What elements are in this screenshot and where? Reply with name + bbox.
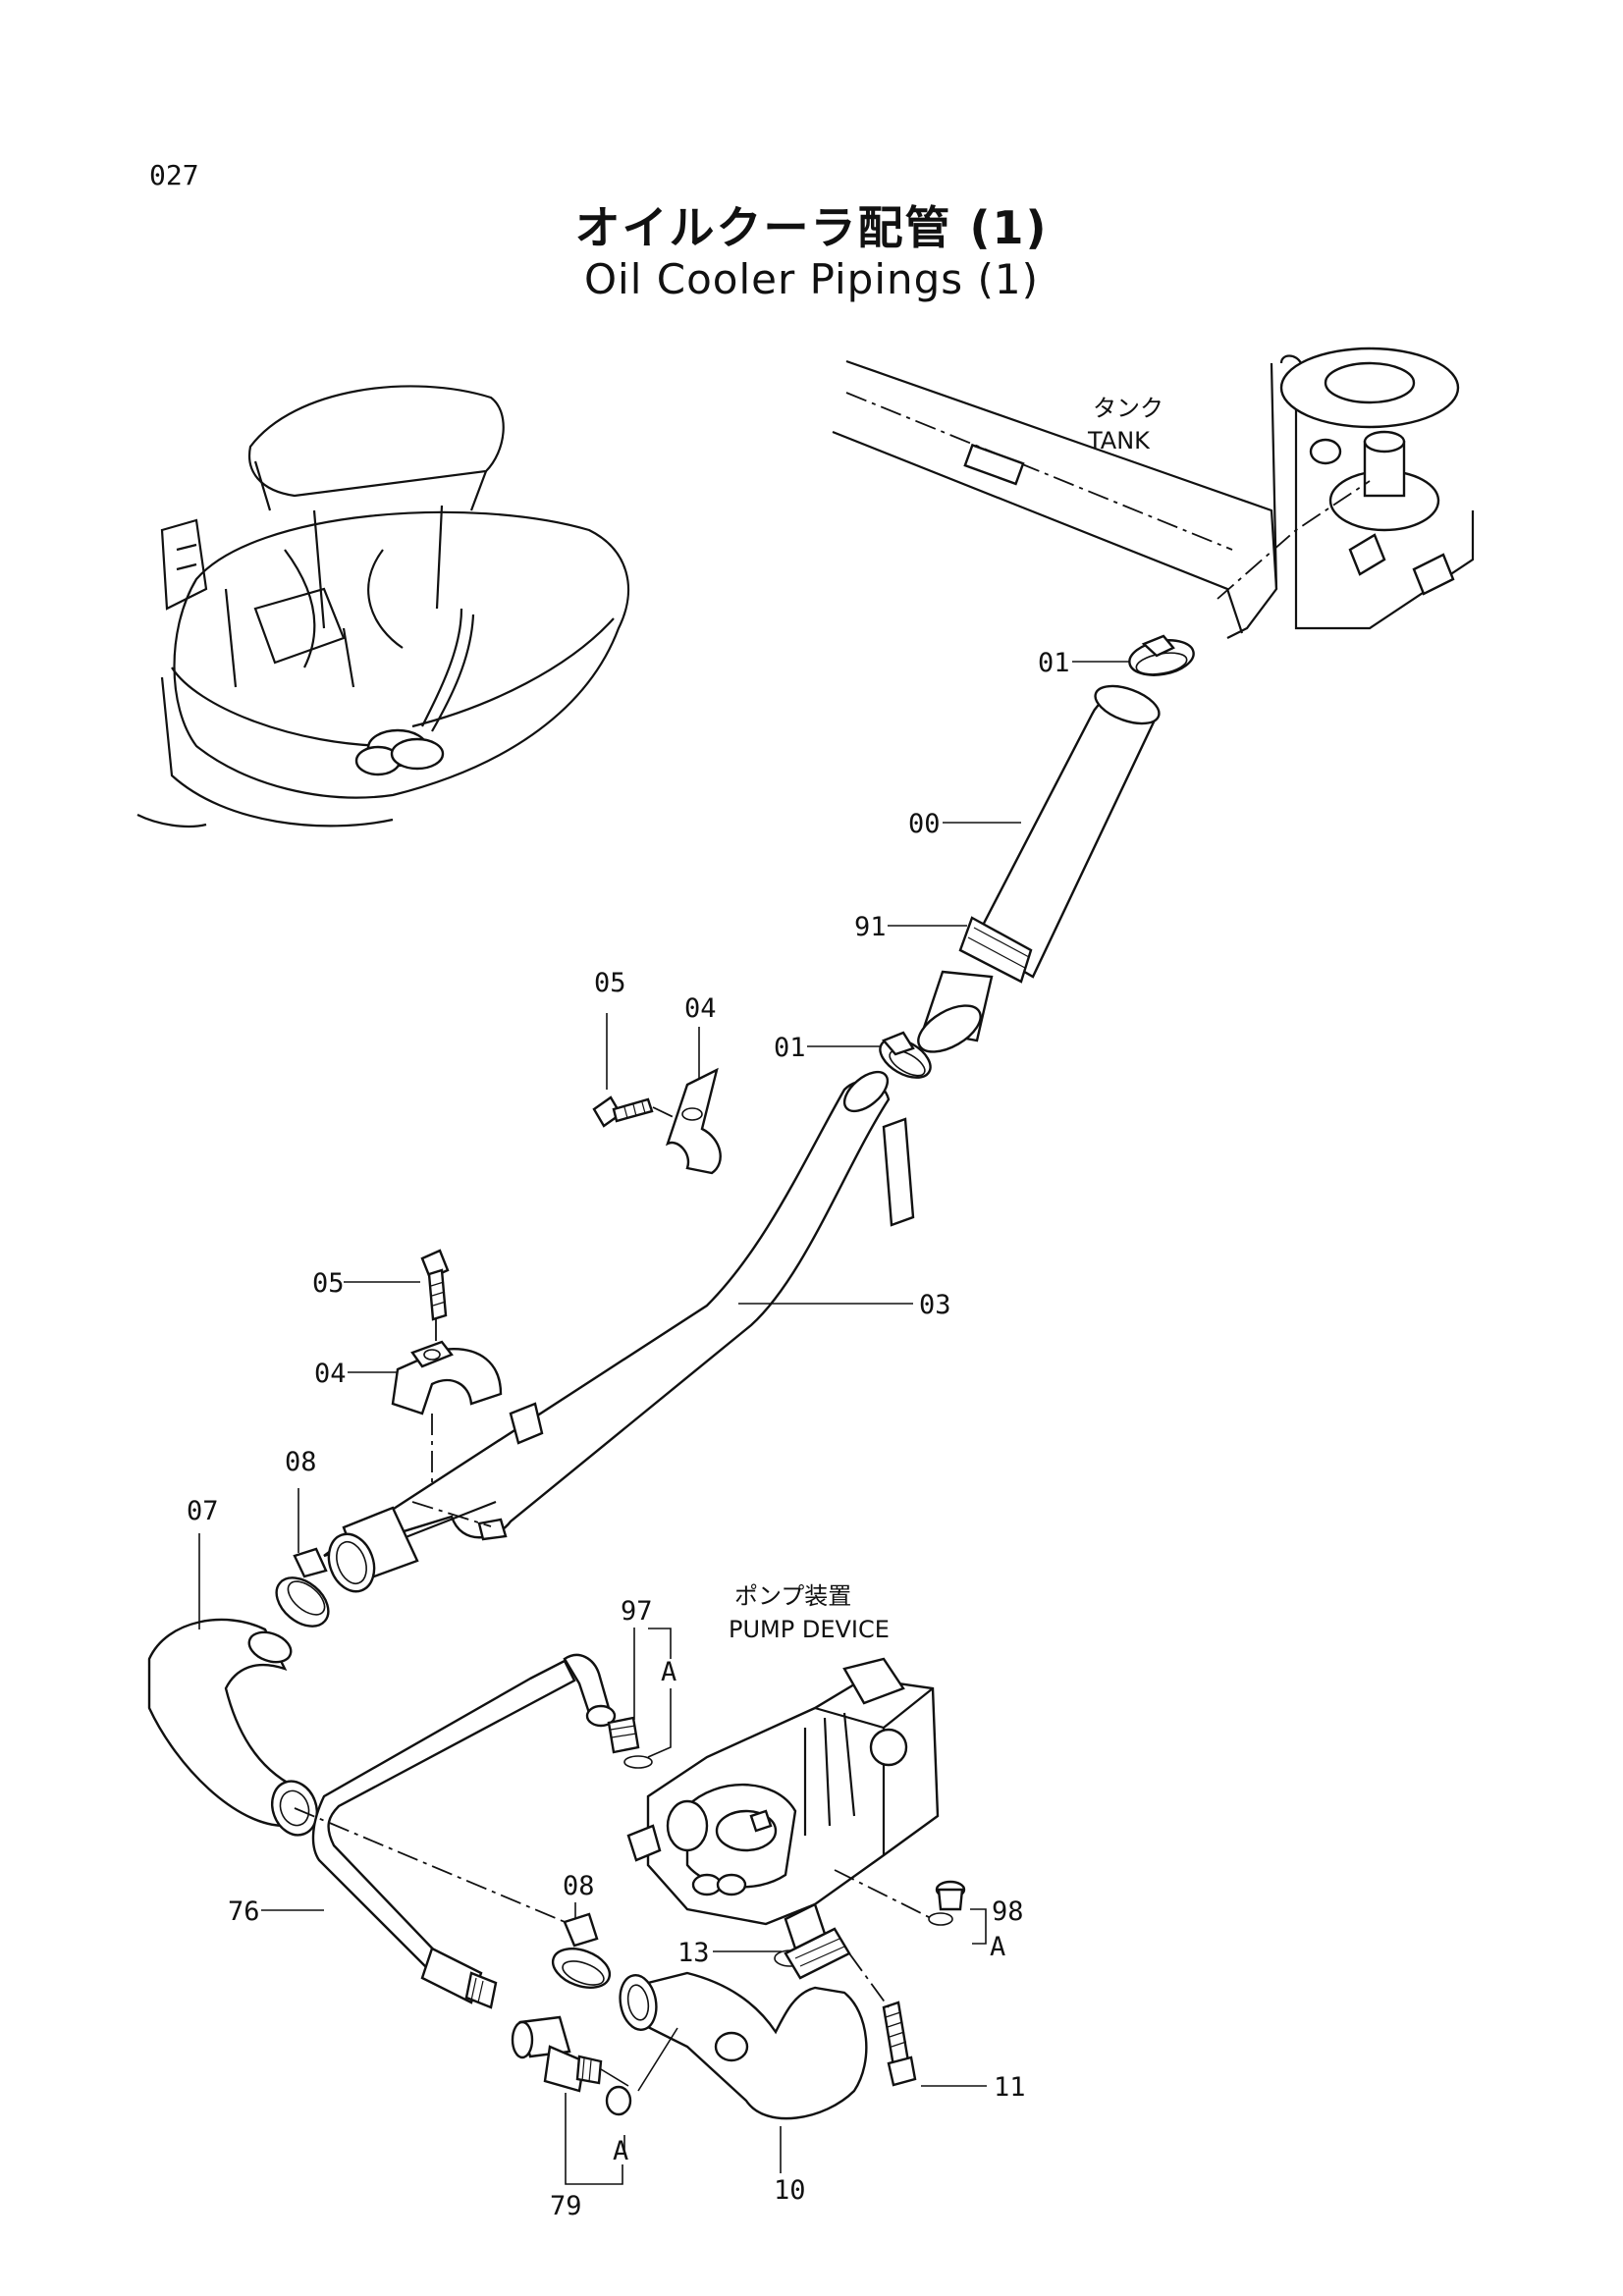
bolt-05-upper <box>592 1095 678 1128</box>
callout-11: 11 <box>994 2072 1026 2103</box>
bracket-04-upper <box>665 1067 722 1175</box>
machine-overview-illustration <box>136 385 630 828</box>
hose-07 <box>147 1618 318 1837</box>
fitting-79 <box>511 2015 632 2116</box>
callout-97: 97 <box>621 1596 653 1627</box>
fitting-97 <box>607 1716 653 1769</box>
plug-98 <box>834 1869 966 1926</box>
pump-device <box>626 1657 940 1967</box>
callout-04-lower: 04 <box>314 1359 347 1389</box>
bracket-04-lower <box>391 1340 503 1487</box>
callout-10: 10 <box>774 2175 806 2206</box>
callout-a-right: A <box>990 1932 1005 1962</box>
clamp-08-upper <box>275 1547 330 1628</box>
small-plate <box>882 1117 915 1227</box>
tank-label-jp: タンク <box>1093 395 1163 422</box>
callout-a-lower: A <box>613 2136 628 2166</box>
title-japanese: オイルクーラ配管 (1) <box>574 201 1049 254</box>
callout-03: 03 <box>919 1290 951 1320</box>
pipe-10 <box>619 1927 868 2120</box>
tank-illustration: タンク TANK <box>832 347 1475 639</box>
callout-00: 00 <box>908 809 941 839</box>
callout-05-upper: 05 <box>594 968 626 998</box>
clamp-08-lower <box>294 1807 612 1989</box>
hose-00 <box>917 684 1161 1053</box>
pump-label-jp: ポンプ装置 <box>734 1582 851 1610</box>
bolt-11 <box>848 1952 917 2087</box>
tube-76 <box>311 1653 617 2009</box>
tank-label-en: TANK <box>1087 427 1151 454</box>
callout-08-lower: 08 <box>563 1871 595 1901</box>
callout-05-lower: 05 <box>312 1268 345 1299</box>
callout-08-upper: 08 <box>285 1447 317 1477</box>
pipe-03 <box>323 1070 891 1593</box>
callout-13: 13 <box>677 1938 710 1968</box>
callout-04-upper: 04 <box>684 993 717 1024</box>
clamp-01-upper <box>1128 634 1195 676</box>
callout-01-upper: 01 <box>1038 648 1070 678</box>
callout-a-upper: A <box>661 1657 676 1687</box>
bolt-05-lower <box>420 1249 450 1345</box>
clamp-01-lower <box>879 1031 932 1079</box>
callout-07: 07 <box>187 1496 219 1526</box>
callout-01-lower: 01 <box>774 1033 806 1063</box>
title-english: Oil Cooler Pipings (1) <box>584 255 1039 303</box>
callout-79: 79 <box>550 2191 582 2221</box>
callout-91: 91 <box>854 912 887 942</box>
leader-lines <box>198 661 1129 2185</box>
callout-76: 76 <box>228 1896 260 1927</box>
pump-label-en: PUMP DEVICE <box>729 1616 890 1643</box>
page-number: 027 <box>149 159 199 191</box>
callout-98: 98 <box>992 1896 1024 1927</box>
